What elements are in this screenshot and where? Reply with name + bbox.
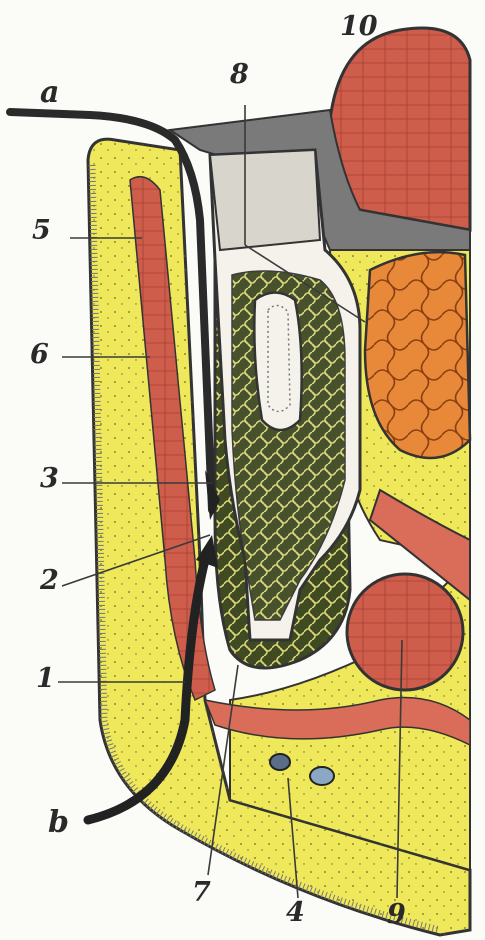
label-7: 7 bbox=[192, 878, 211, 908]
tooth-crown bbox=[210, 150, 320, 250]
label-9: 9 bbox=[387, 900, 406, 930]
muscle-9 bbox=[347, 574, 463, 690]
label-a: a bbox=[40, 78, 59, 108]
label-b: b bbox=[48, 808, 69, 838]
sublingual-gland bbox=[365, 252, 470, 458]
label-5: 5 bbox=[32, 216, 51, 246]
label-6: 6 bbox=[30, 340, 49, 370]
label-1: 1 bbox=[36, 664, 55, 694]
pulp-cavity bbox=[254, 293, 301, 431]
label-4: 4 bbox=[286, 898, 305, 928]
label-10: 10 bbox=[340, 12, 378, 42]
vessel-2 bbox=[310, 767, 334, 785]
label-3: 3 bbox=[40, 464, 59, 494]
label-2: 2 bbox=[40, 566, 59, 596]
label-8: 8 bbox=[230, 60, 249, 90]
vessel-1 bbox=[270, 754, 290, 770]
